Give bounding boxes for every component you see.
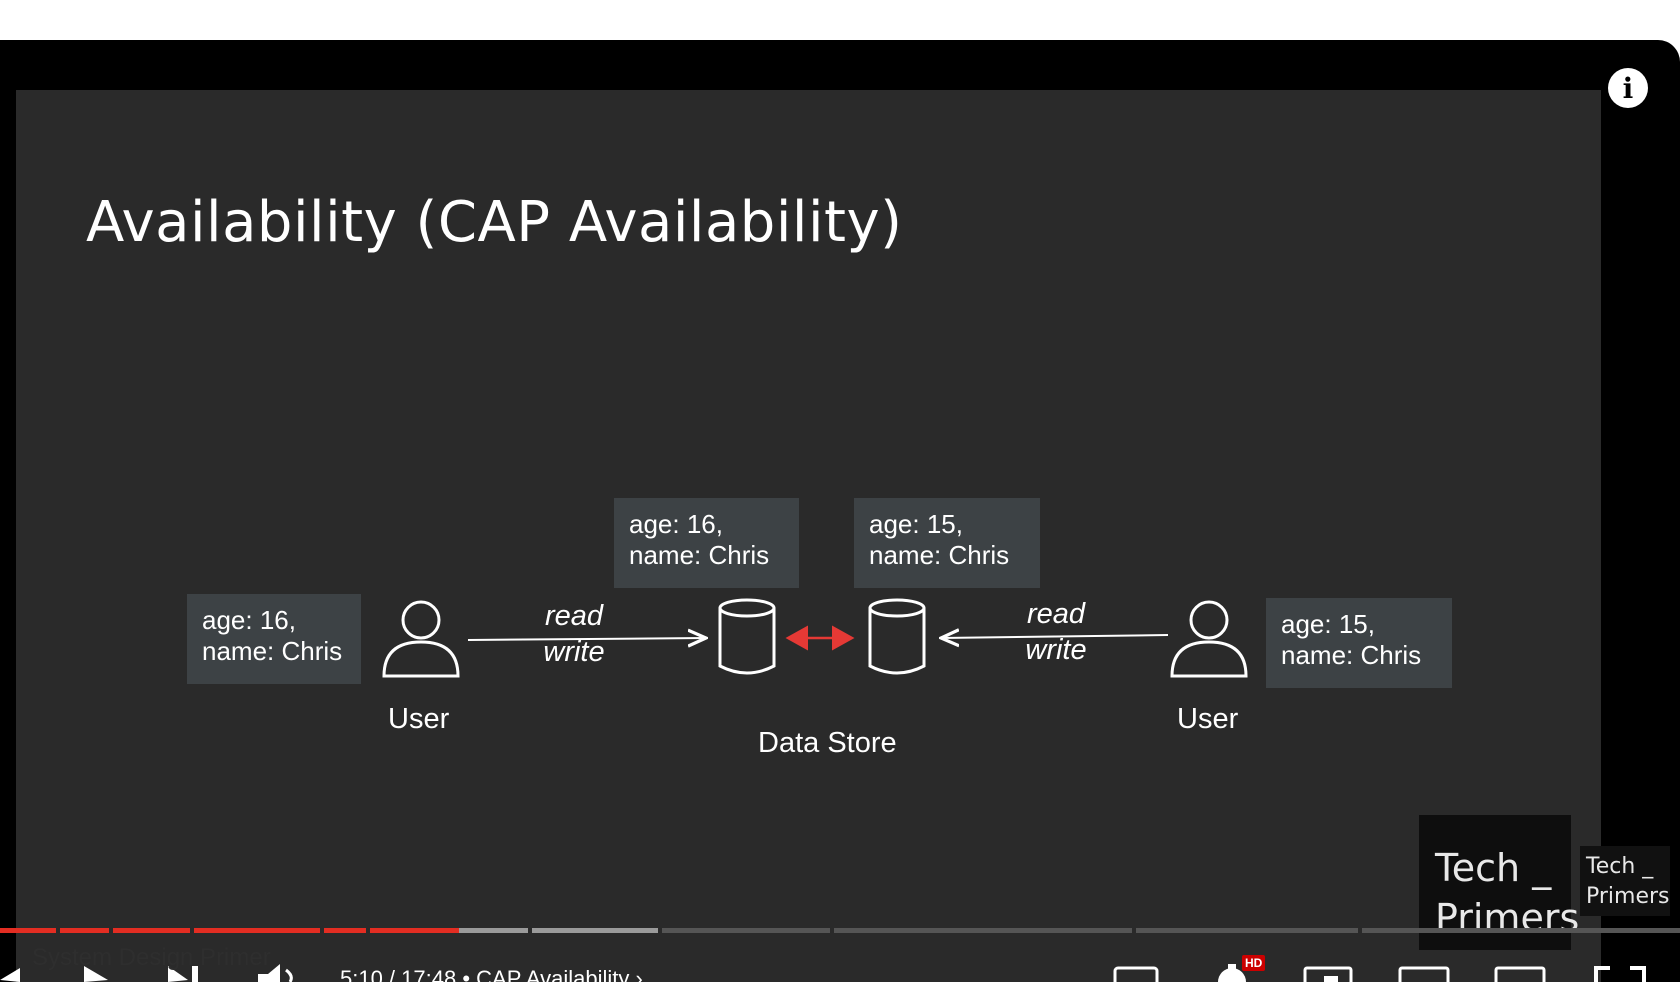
chapter-segment[interactable] (370, 928, 459, 933)
chapter-segment[interactable] (0, 928, 56, 933)
play-icon[interactable] (84, 966, 108, 982)
chapter-segment[interactable] (532, 928, 658, 933)
controls-icons (0, 964, 1646, 982)
chapter-segment[interactable] (113, 928, 190, 933)
hd-badge: HD (1242, 955, 1266, 971)
progress-bar[interactable] (0, 928, 1680, 933)
right-write-label: write (1025, 634, 1087, 666)
chapter-segment[interactable] (194, 928, 320, 933)
right-request-arrow (941, 635, 1169, 638)
player-controls: HD (0, 940, 1680, 982)
data-store-label: Data Store (758, 727, 897, 759)
volume-icon[interactable] (258, 964, 293, 982)
video-player[interactable]: Availability (CAP Availability) age: 16,… (0, 40, 1680, 982)
next-icon[interactable] (168, 966, 198, 982)
diagram-graphics (382, 598, 1248, 678)
left-request-arrow (467, 638, 706, 640)
info-icon[interactable]: i (1608, 68, 1648, 108)
captions-icon[interactable] (1113, 966, 1159, 982)
chapter-segment[interactable] (459, 928, 528, 933)
playlist-title[interactable]: System Design Primer (32, 944, 271, 971)
right-user-label: User (1177, 703, 1239, 735)
chapter-segment[interactable] (60, 928, 109, 933)
left-user-data-box: age: 16, name: Chris (187, 594, 361, 684)
channel-watermark[interactable]: Tech _ Primers (1419, 815, 1579, 950)
left-read-label: read (544, 600, 604, 632)
settings-icon[interactable] (1218, 964, 1246, 982)
store2-data-box: age: 15, name: Chris (854, 498, 1040, 588)
video-frame-slide: Availability (CAP Availability) age: 16,… (16, 90, 1601, 982)
chapter-segment[interactable] (662, 928, 830, 933)
chapter-segment[interactable] (834, 928, 1132, 933)
time-and-chapter[interactable]: 5:10 / 17:48 • CAP Availability › (340, 966, 643, 982)
cast-icon[interactable] (1494, 966, 1546, 982)
fullscreen-icon[interactable] (1594, 966, 1646, 982)
left-user-icon (382, 600, 460, 678)
left-user-label: User (388, 703, 450, 735)
database-icon-2 (868, 598, 926, 675)
left-write-label: write (543, 636, 605, 668)
right-user-data-box: age: 15, name: Chris (1266, 598, 1452, 688)
theater-mode-icon[interactable] (1398, 966, 1450, 982)
chapter-segment[interactable] (1136, 928, 1358, 933)
right-user-icon (1170, 600, 1248, 678)
slide-title: Availability (CAP Availability) (86, 190, 903, 255)
right-read-label: read (1026, 598, 1086, 630)
chapter-segment[interactable] (324, 928, 366, 933)
miniplayer-icon[interactable] (1303, 966, 1353, 982)
store1-data-box: age: 16, name: Chris (614, 498, 799, 588)
previous-icon[interactable] (0, 968, 20, 982)
chapter-segment[interactable] (1362, 928, 1680, 933)
database-icon-1 (718, 598, 776, 675)
channel-watermark-small[interactable]: Tech _ Primers (1580, 846, 1670, 916)
